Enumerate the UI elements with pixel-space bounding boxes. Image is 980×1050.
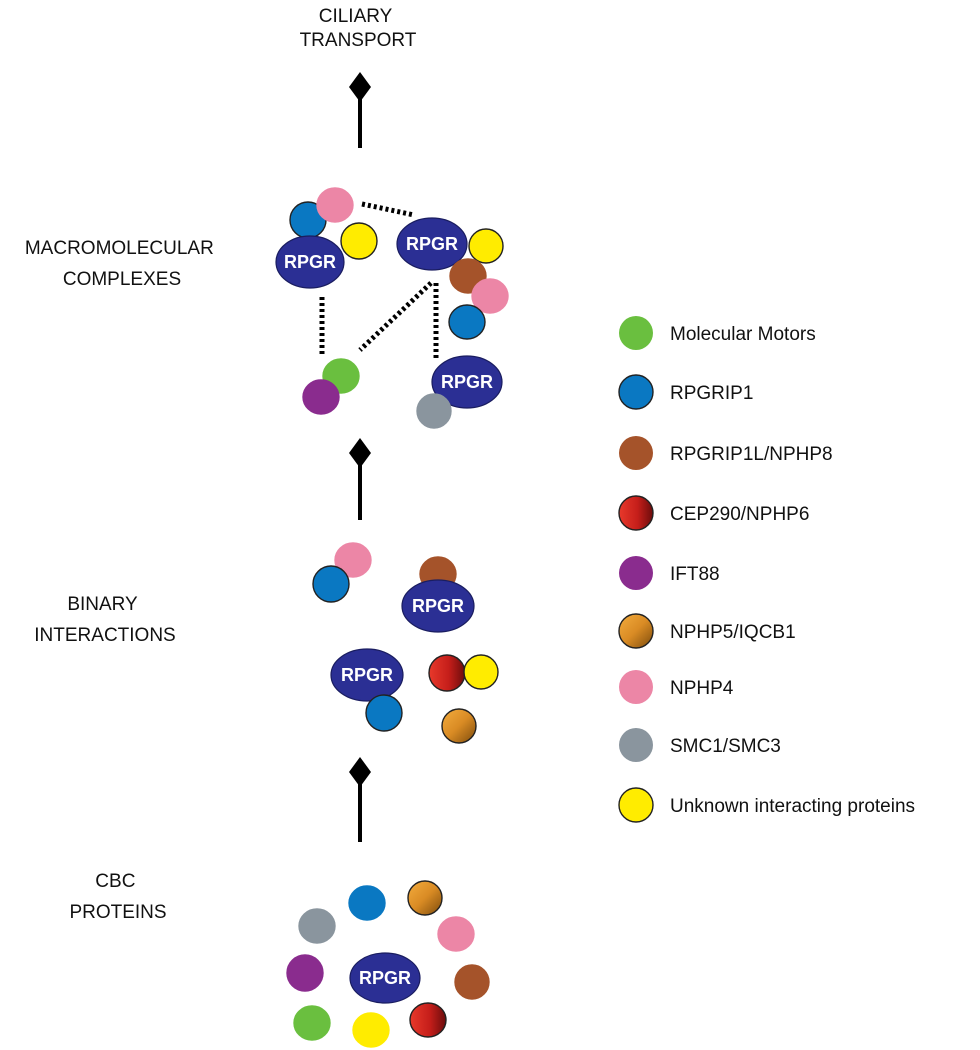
legend-label-ift88: IFT88 xyxy=(670,564,720,585)
protein-nphp4 xyxy=(471,278,509,314)
stage-label-macromolecular-complexes: MACROMOLECULAR COMPLEXES xyxy=(25,238,219,290)
binary-interactions-group: RPGR RPGR xyxy=(312,542,499,744)
legend-swatch-ift88 xyxy=(619,556,653,590)
complex-interaction-lines xyxy=(319,201,439,360)
legend-item-unknown: Unknown interacting proteins xyxy=(618,787,915,823)
protein-ift88 xyxy=(286,954,324,992)
protein-unknown xyxy=(340,222,378,260)
protein-nphp4 xyxy=(437,916,475,952)
legend-swatch-nphp5 xyxy=(618,613,654,649)
legend-swatch-rpgrip1l xyxy=(619,436,653,470)
arrow-to-ciliary-transport xyxy=(349,72,371,148)
stage-label-cbc-proteins: CBC PROTEINS xyxy=(69,871,166,923)
protein-nphp5 xyxy=(441,708,477,744)
svg-text:RPGR: RPGR xyxy=(284,252,336,272)
legend-label-rpgrip1l: RPGRIP1L/NPHP8 xyxy=(670,444,833,465)
legend-label-cep290: CEP290/NPHP6 xyxy=(670,504,809,525)
protein-rpgrip1 xyxy=(365,694,403,732)
legend-item-rpgrip1: RPGRIP1 xyxy=(618,374,753,410)
legend-item-motor: Molecular Motors xyxy=(619,316,816,350)
protein-smc xyxy=(416,393,452,429)
legend-item-ift88: IFT88 xyxy=(619,556,720,590)
svg-text:RPGR: RPGR xyxy=(341,665,393,685)
arrow-to-macromolecular-complexes xyxy=(349,438,371,520)
protein-rpgrip1l xyxy=(454,964,490,1000)
svg-text:RPGR: RPGR xyxy=(359,968,411,988)
legend-label-smc: SMC1/SMC3 xyxy=(670,736,781,757)
protein-nphp4 xyxy=(316,187,354,223)
legend-label-motor: Molecular Motors xyxy=(670,324,816,345)
protein-unknown xyxy=(468,228,504,264)
protein-motor xyxy=(293,1005,331,1041)
protein-rpgrip1 xyxy=(448,304,486,340)
protein-cep290 xyxy=(428,654,466,692)
protein-nphp4 xyxy=(334,542,372,578)
rpgr-node: RPGR xyxy=(330,648,404,702)
legend-swatch-rpgrip1 xyxy=(618,374,654,410)
legend-swatch-unknown xyxy=(618,787,654,823)
rpgr-node: RPGR xyxy=(349,952,421,1004)
svg-text:RPGR: RPGR xyxy=(406,234,458,254)
svg-text:RPGR: RPGR xyxy=(441,372,493,392)
legend-item-nphp4: NPHP4 xyxy=(619,670,734,704)
legend-swatch-cep290 xyxy=(618,495,654,531)
rpgr-node: RPGR xyxy=(431,355,503,409)
legend-label-rpgrip1: RPGRIP1 xyxy=(670,383,753,404)
legend-swatch-nphp4 xyxy=(619,670,653,704)
legend-item-rpgrip1l: RPGRIP1L/NPHP8 xyxy=(619,436,833,470)
protein-cep290 xyxy=(409,1002,447,1038)
legend-item-smc: SMC1/SMC3 xyxy=(619,728,781,762)
legend-label-unknown: Unknown interacting proteins xyxy=(670,796,915,817)
protein-smc xyxy=(298,908,336,944)
protein-unknown xyxy=(463,654,499,690)
legend-label-nphp5: NPHP5/IQCB1 xyxy=(670,622,796,643)
legend-label-nphp4: NPHP4 xyxy=(670,678,734,699)
legend-item-cep290: CEP290/NPHP6 xyxy=(618,495,809,531)
protein-rpgrip1 xyxy=(312,565,350,603)
protein-rpgrip1 xyxy=(348,885,386,921)
legend-swatch-smc xyxy=(619,728,653,762)
legend: Molecular Motors RPGRIP1 RPGRIP1L/NPHP8 … xyxy=(618,316,915,823)
svg-text:RPGR: RPGR xyxy=(412,596,464,616)
protein-nphp5 xyxy=(407,880,443,916)
rpgr-node: RPGR xyxy=(401,579,475,633)
legend-item-nphp5: NPHP5/IQCB1 xyxy=(618,613,796,649)
macromolecular-complexes-group: RPGR RPGR RPGR xyxy=(275,187,509,429)
protein-unknown xyxy=(352,1012,390,1048)
stage-label-binary-interactions: BINARY INTERACTIONS xyxy=(34,594,175,646)
cbc-proteins-group: RPGR xyxy=(286,880,490,1048)
rpgr-node: RPGR xyxy=(275,235,345,289)
rpgr-node: RPGR xyxy=(396,217,468,271)
arrow-to-binary-interactions xyxy=(349,757,371,842)
legend-swatch-motor xyxy=(619,316,653,350)
stage-label-ciliary-transport: CILIARY TRANSPORT xyxy=(300,6,417,51)
protein-ift88 xyxy=(302,379,340,415)
